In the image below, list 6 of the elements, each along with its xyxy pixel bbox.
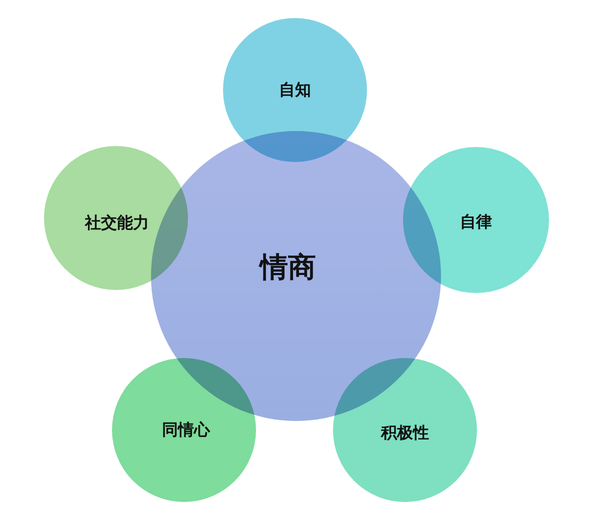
circle-label: 积极性 — [381, 424, 429, 442]
circle-label: 自知 — [279, 81, 311, 99]
circle-label: 自律 — [460, 213, 492, 231]
circle-label: 社交能力 — [85, 214, 149, 232]
circle-label: 同情心 — [162, 421, 210, 439]
circle-label: 情商 — [260, 252, 316, 284]
